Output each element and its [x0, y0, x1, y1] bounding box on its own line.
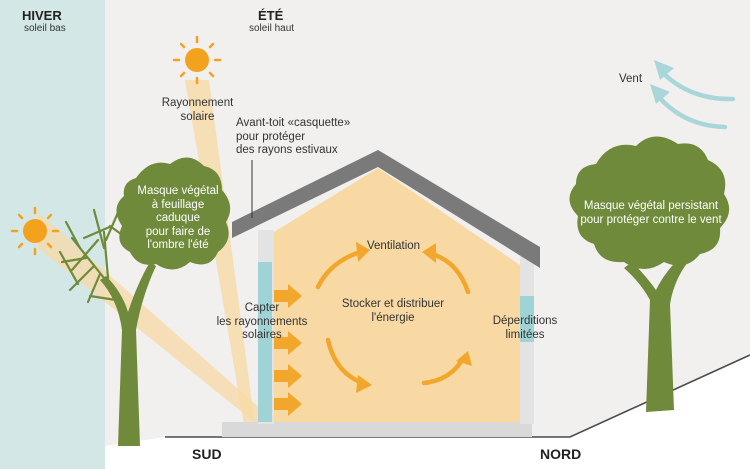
- circulation-arrow: [429, 251, 471, 295]
- capture-arrows: [274, 284, 302, 416]
- arrowhead: [356, 375, 372, 393]
- arrowhead: [456, 351, 472, 366]
- evergreen-canopy: [569, 136, 730, 269]
- winter-title: HIVER: [22, 8, 62, 23]
- north-label: NORD: [540, 446, 582, 462]
- ground-fill: [105, 355, 750, 469]
- house-interior: [274, 168, 520, 422]
- south-label: SUD: [192, 446, 222, 462]
- capture-arrow: [274, 331, 302, 355]
- capture-arrow: [274, 392, 302, 416]
- winter-subtitle: soleil bas: [24, 23, 66, 34]
- summer-sun-icon: [172, 35, 222, 85]
- arrowhead: [356, 242, 370, 262]
- circulation-arrow: [421, 357, 465, 386]
- north-glazing: [520, 296, 534, 342]
- ventilation-label: Ventilation: [367, 240, 421, 252]
- evergreen-tree: [569, 136, 730, 412]
- circulation-arrow: [315, 249, 363, 290]
- capture-arrow: [274, 284, 302, 308]
- winter-sun-icon: [10, 206, 60, 256]
- deciduous-canopy: [116, 157, 231, 270]
- deciduous-tree: [58, 157, 231, 446]
- house-slab: [222, 422, 532, 437]
- arrowhead: [422, 243, 436, 263]
- summer-title: ÉTÉ: [258, 8, 284, 23]
- wind-arrowheads: [650, 60, 674, 104]
- summer-subtitle: soleil haut: [249, 23, 295, 34]
- capture-arrow: [274, 364, 302, 388]
- wind-arrows-icon: [655, 69, 736, 130]
- house: [222, 150, 540, 437]
- south-glazing: [258, 262, 272, 422]
- vent-label: Vent: [619, 73, 643, 85]
- circulation-arrowheads: [356, 242, 472, 393]
